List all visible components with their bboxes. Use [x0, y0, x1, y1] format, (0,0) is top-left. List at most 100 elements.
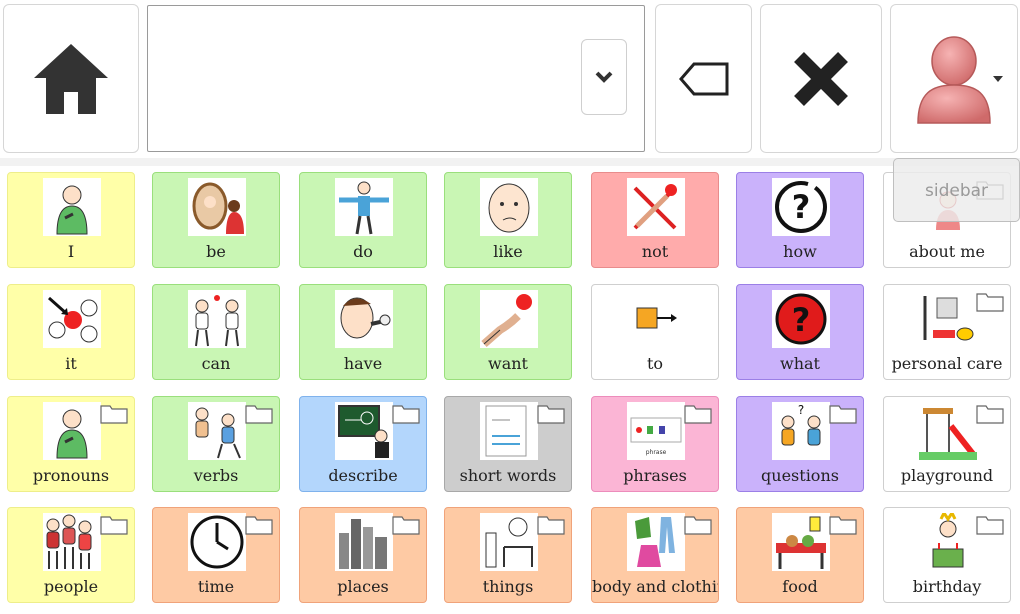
things-icon: [480, 513, 538, 571]
personal-care-icon: [919, 290, 977, 348]
folder-icon: [392, 514, 420, 535]
symbol-label: questions: [761, 466, 839, 485]
person-arms-out-icon: [335, 178, 393, 236]
folder-icon: [829, 514, 857, 535]
symbol-label: can: [201, 354, 231, 373]
people-moving-icon: [188, 402, 246, 460]
square-arrow-icon: [627, 290, 685, 348]
not-cross-icon: [627, 178, 685, 236]
user-icon: [917, 35, 991, 124]
person-pointing-self-icon: [43, 178, 101, 236]
phrases-icon: phrase: [627, 402, 685, 460]
teacher-board-icon: [335, 402, 393, 460]
message-dropdown-button[interactable]: [581, 39, 627, 115]
mirror-reflection-icon: [188, 178, 246, 236]
two-people-question-icon: ?: [772, 402, 830, 460]
home-button[interactable]: [3, 4, 139, 153]
folder-icon: [100, 514, 128, 535]
symbol-cell-how[interactable]: ? how: [736, 172, 864, 268]
symbol-cell-people[interactable]: people: [7, 507, 135, 603]
symbol-label: people: [43, 577, 99, 596]
symbol-label: food: [782, 577, 818, 596]
question-red-icon: ?: [772, 290, 830, 348]
symbol-cell-verbs[interactable]: verbs: [152, 396, 280, 492]
backspace-button[interactable]: [655, 4, 752, 153]
city-icon: [335, 513, 393, 571]
symbol-label: be: [206, 242, 226, 261]
playground-icon: [919, 402, 977, 460]
message-bar[interactable]: [147, 5, 645, 152]
symbol-label: want: [488, 354, 528, 373]
folder-icon: [976, 403, 1004, 424]
symbol-cell-do[interactable]: do: [299, 172, 427, 268]
backspace-icon: [678, 62, 728, 95]
symbol-cell-have[interactable]: have: [299, 284, 427, 380]
symbol-cell-want[interactable]: want: [444, 284, 572, 380]
symbol-label: personal care: [891, 354, 1003, 373]
clear-button[interactable]: [760, 4, 882, 153]
symbol-cell-pronouns[interactable]: pronouns: [7, 396, 135, 492]
symbol-cell-food[interactable]: food: [736, 507, 864, 603]
user-button[interactable]: [890, 4, 1018, 153]
symbol-label: body and clothin: [592, 577, 718, 596]
sidebar-tab-label: sidebar: [924, 181, 989, 201]
symbol-label: playground: [900, 466, 994, 485]
symbol-cell-things[interactable]: things: [444, 507, 572, 603]
symbol-cell-not[interactable]: not: [591, 172, 719, 268]
folder-icon: [829, 403, 857, 424]
symbol-cell-questions[interactable]: ? questions: [736, 396, 864, 492]
question-circle-icon: ?: [772, 178, 830, 236]
symbol-label: places: [337, 577, 389, 596]
symbol-cell-short-words[interactable]: short words: [444, 396, 572, 492]
food-table-icon: [772, 513, 830, 571]
person-pointing-self-icon: [43, 402, 101, 460]
symbol-cell-places[interactable]: places: [299, 507, 427, 603]
symbol-label: like: [493, 242, 523, 261]
symbol-cell-phrases[interactable]: phrase phrases: [591, 396, 719, 492]
folder-icon: [537, 514, 565, 535]
clothing-icon: [627, 513, 685, 571]
symbol-cell-what[interactable]: ?what: [736, 284, 864, 380]
symbol-cell-like[interactable]: like: [444, 172, 572, 268]
svg-text:?: ?: [792, 188, 811, 226]
people-throwing-ball-icon: [188, 290, 246, 348]
sidebar-tab[interactable]: sidebar: [893, 158, 1020, 222]
symbol-cell-it[interactable]: it: [7, 284, 135, 380]
caret-down-icon: [993, 76, 1003, 82]
folder-icon: [976, 291, 1004, 312]
symbol-label: time: [197, 577, 235, 596]
symbol-cell-describe[interactable]: describe: [299, 396, 427, 492]
symbol-label: to: [646, 354, 664, 373]
family-icon: [43, 513, 101, 571]
home-icon: [34, 43, 108, 114]
symbol-cell-time[interactable]: time: [152, 507, 280, 603]
person-eating-icon: [335, 290, 393, 348]
thinking-face-icon: [480, 178, 538, 236]
symbol-label: how: [783, 242, 817, 261]
symbol-label: not: [641, 242, 669, 261]
symbol-label: do: [353, 242, 373, 261]
folder-icon: [245, 403, 273, 424]
toolbar-separator: [0, 158, 1020, 166]
symbol-label: describe: [328, 466, 398, 485]
folder-icon: [684, 403, 712, 424]
symbol-cell-be[interactable]: be: [152, 172, 280, 268]
symbol-cell-body-and-clothin[interactable]: body and clothin: [591, 507, 719, 603]
svg-text:?: ?: [792, 301, 811, 339]
clock-icon: [188, 513, 246, 571]
symbol-cell-birthday[interactable]: birthday: [883, 507, 1011, 603]
birthday-cake-icon: [919, 513, 977, 571]
svg-text:?: ?: [798, 403, 804, 417]
symbol-cell-playground[interactable]: playground: [883, 396, 1011, 492]
svg-text:phrase: phrase: [646, 449, 667, 456]
symbol-cell-can[interactable]: can: [152, 284, 280, 380]
folder-icon: [537, 403, 565, 424]
symbol-cell-personal-care[interactable]: personal care: [883, 284, 1011, 380]
pointing-at-dot-icon: [43, 290, 101, 348]
symbol-label: phrases: [623, 466, 687, 485]
hand-reaching-ball-icon: [480, 290, 538, 348]
short-words-icon: [480, 402, 538, 460]
symbol-cell-to[interactable]: to: [591, 284, 719, 380]
symbol-label: things: [482, 577, 534, 596]
symbol-cell-I[interactable]: I: [7, 172, 135, 268]
